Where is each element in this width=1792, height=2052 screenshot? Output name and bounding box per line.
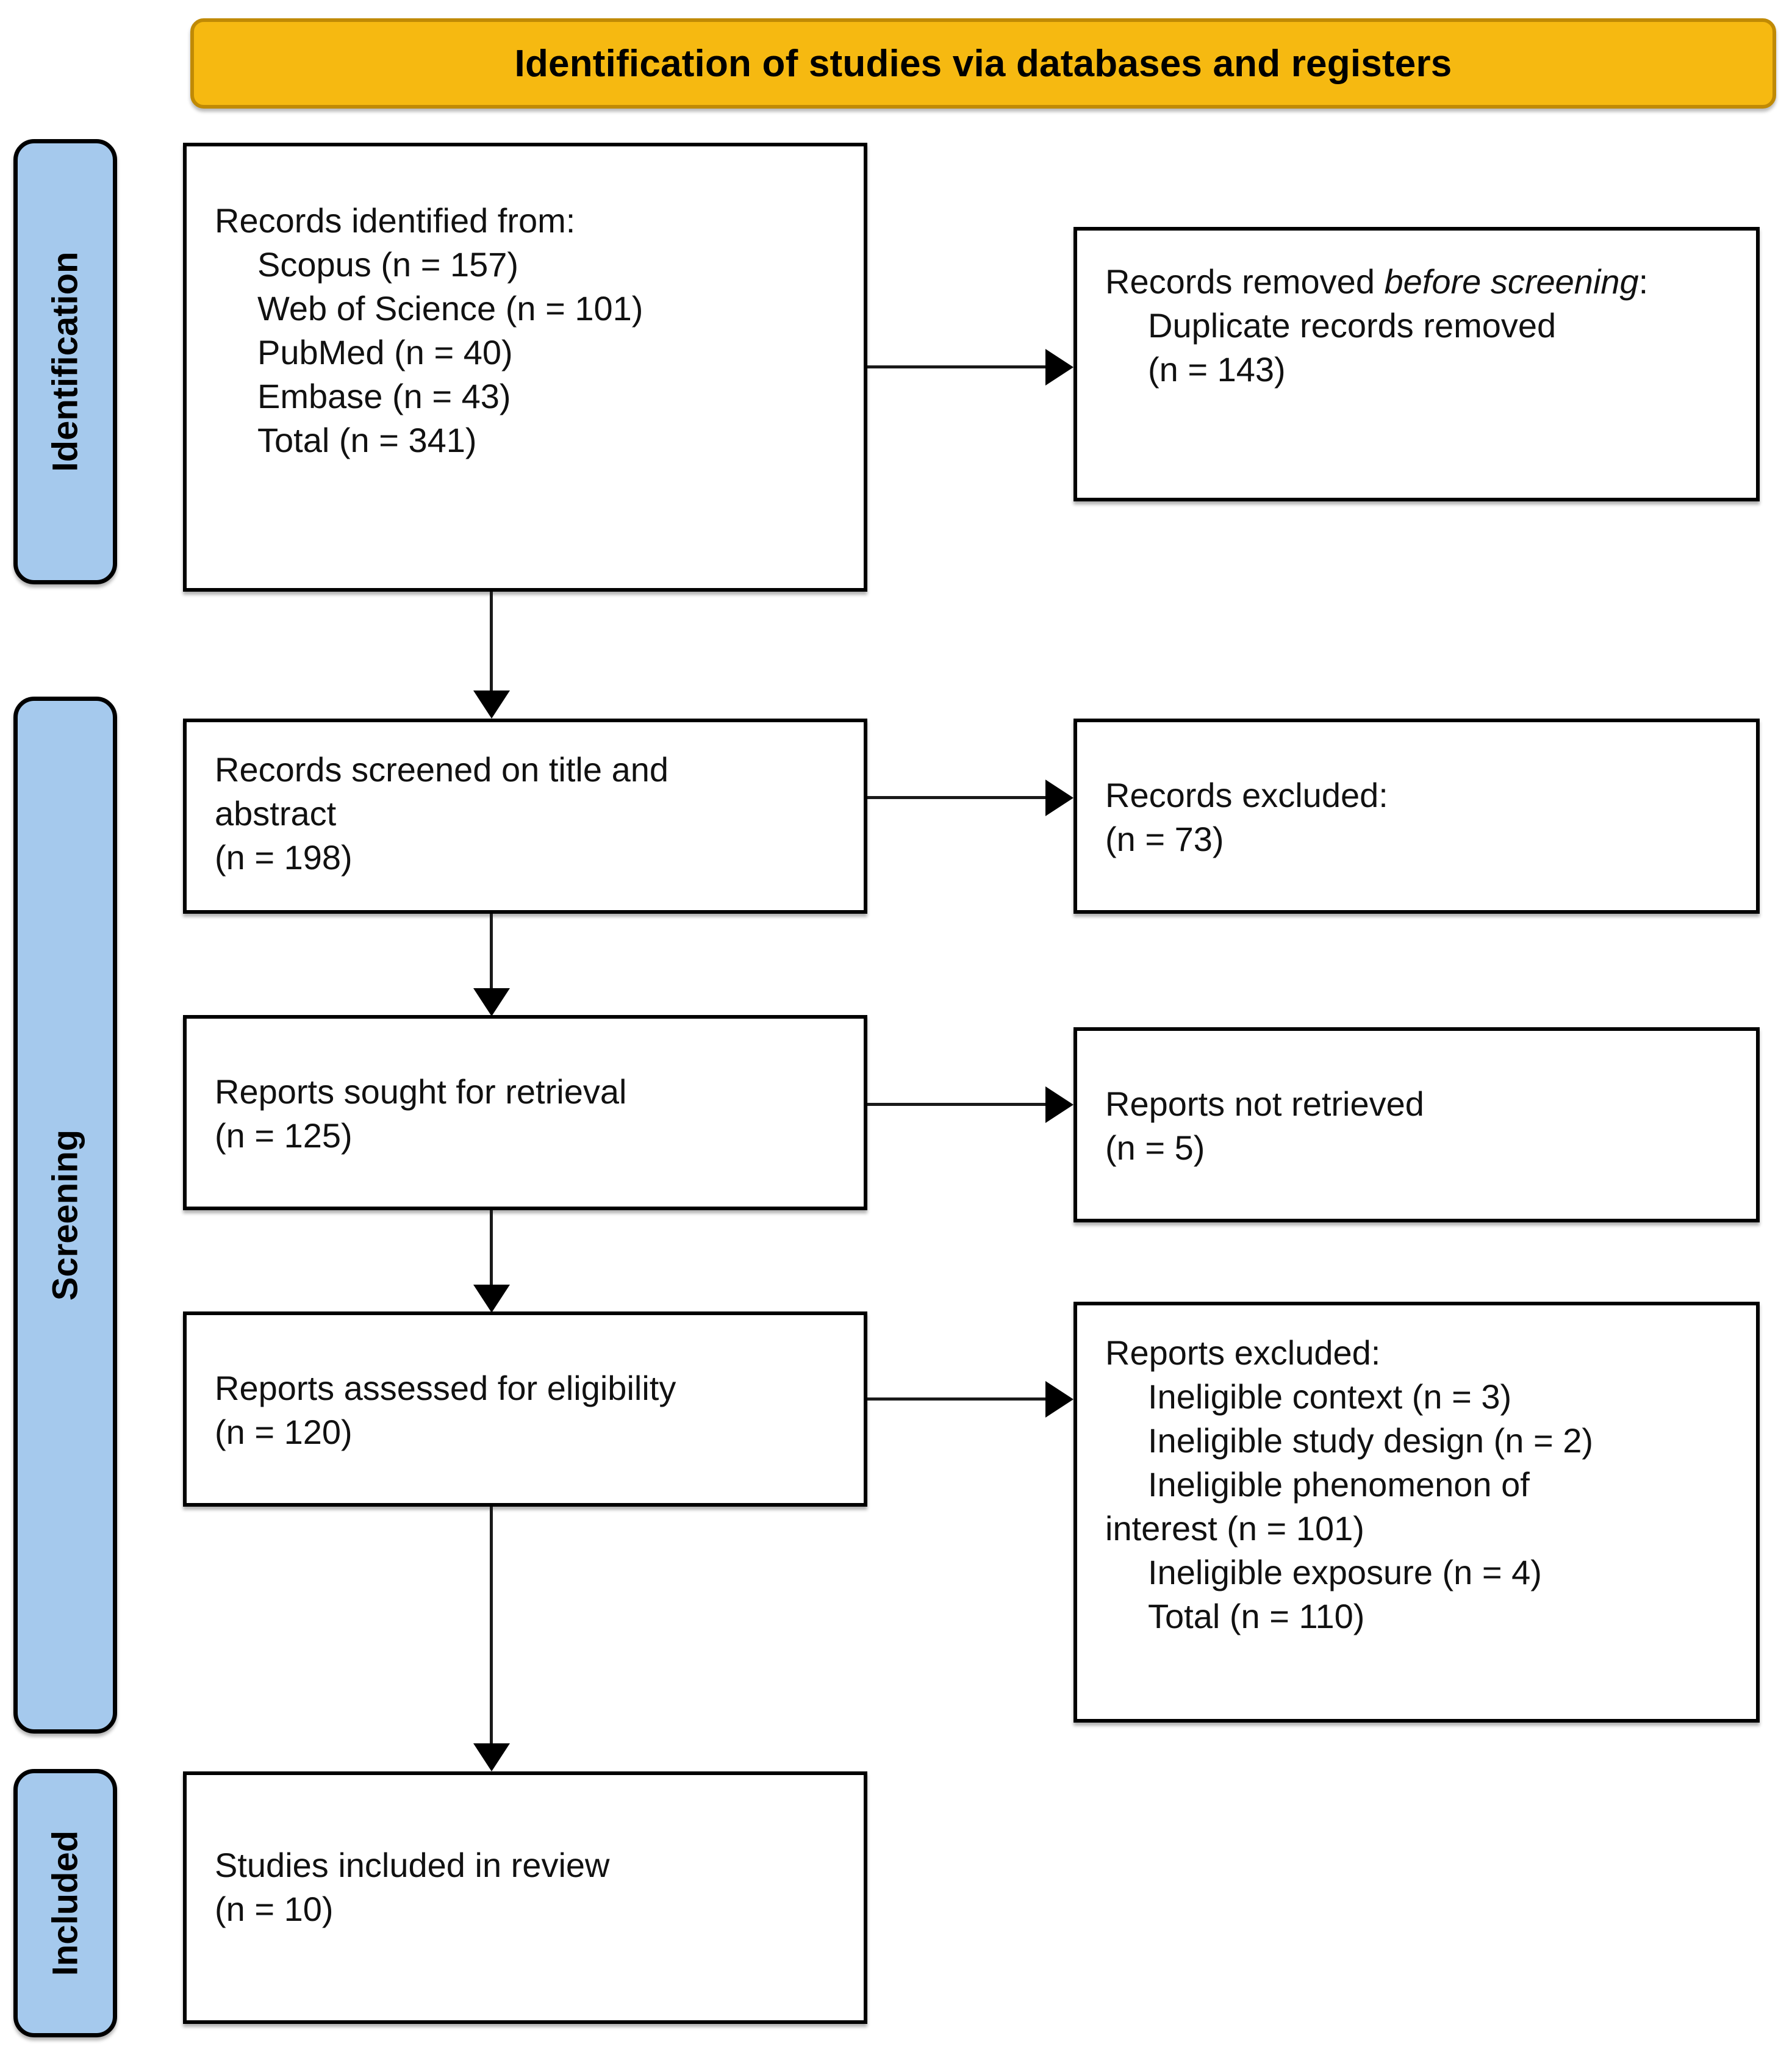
records-excluded-line2: (n = 73) xyxy=(1105,820,1224,858)
records-removed-item-count: (n = 143) xyxy=(1148,350,1286,389)
connector-sought-to-not-retrieved xyxy=(867,1103,1045,1106)
arrowhead-screened-to-excluded xyxy=(1045,780,1073,816)
reports-excluded-item-study-design: Ineligible study design (n = 2) xyxy=(1148,1421,1593,1460)
connector-assessed-to-included xyxy=(490,1507,493,1745)
reports-excluded-heading: Reports excluded: xyxy=(1105,1333,1381,1372)
connector-screened-to-sought xyxy=(490,914,493,989)
records-excluded-line1: Records excluded: xyxy=(1105,776,1388,814)
arrowhead-identified-to-removed xyxy=(1045,349,1073,386)
phase-bar-included: Included xyxy=(13,1769,117,2037)
box-records-removed: Records removed before screening: Duplic… xyxy=(1073,227,1760,501)
reports-excluded-item-phenomenon: Ineligible phenomenon of xyxy=(1148,1465,1530,1504)
reports-excluded-item-phenomenon-cont: interest (n = 101) xyxy=(1105,1509,1364,1548)
diagram-title-banner: Identification of studies via databases … xyxy=(190,18,1776,109)
records-removed-item-duplicate: Duplicate records removed xyxy=(1148,306,1557,345)
records-identified-item-wos: Web of Science (n = 101) xyxy=(257,289,643,328)
box-reports-sought: Reports sought for retrieval (n = 125) xyxy=(183,1015,867,1210)
box-reports-excluded: Reports excluded: Ineligible context (n … xyxy=(1073,1302,1760,1723)
phase-bar-screening: Screening xyxy=(13,697,117,1734)
connector-sought-to-assessed xyxy=(490,1210,493,1286)
arrowhead-identified-to-screened xyxy=(473,691,510,719)
box-records-screened: Records screened on title and abstract (… xyxy=(183,719,867,914)
reports-excluded-item-total: Total (n = 110) xyxy=(1148,1597,1365,1635)
reports-assessed-line1: Reports assessed for eligibility xyxy=(215,1369,676,1407)
reports-not-retrieved-line2: (n = 5) xyxy=(1105,1128,1205,1167)
connector-identified-to-screened xyxy=(490,592,493,692)
records-removed-heading-italic: before screening xyxy=(1384,262,1639,301)
studies-included-line2: (n = 10) xyxy=(215,1890,334,1928)
connector-identified-to-removed xyxy=(867,365,1045,368)
records-screened-line1: Records screened on title and xyxy=(215,750,668,789)
arrowhead-assessed-to-excluded xyxy=(1045,1381,1073,1418)
records-screened-line2: abstract xyxy=(215,794,337,833)
phase-label-included: Included xyxy=(45,1830,85,1976)
records-removed-heading-post: : xyxy=(1638,262,1649,301)
arrowhead-assessed-to-included xyxy=(473,1743,510,1771)
phase-bar-identification: Identification xyxy=(13,139,117,584)
box-studies-included: Studies included in review (n = 10) xyxy=(183,1771,867,2024)
box-reports-not-retrieved: Reports not retrieved (n = 5) xyxy=(1073,1027,1760,1222)
phase-label-identification: Identification xyxy=(45,251,85,472)
reports-sought-line2: (n = 125) xyxy=(215,1116,353,1155)
records-identified-heading: Records identified from: xyxy=(215,201,576,240)
studies-included-line1: Studies included in review xyxy=(215,1846,610,1884)
box-reports-assessed: Reports assessed for eligibility (n = 12… xyxy=(183,1311,867,1507)
reports-sought-line1: Reports sought for retrieval xyxy=(215,1072,627,1111)
connector-assessed-to-excluded xyxy=(867,1397,1045,1401)
diagram-title: Identification of studies via databases … xyxy=(514,42,1452,85)
records-identified-item-pubmed: PubMed (n = 40) xyxy=(257,333,513,371)
arrowhead-sought-to-assessed xyxy=(473,1285,510,1313)
box-records-identified: Records identified from: Scopus (n = 157… xyxy=(183,143,867,592)
records-identified-item-total: Total (n = 341) xyxy=(257,421,477,459)
reports-assessed-line2: (n = 120) xyxy=(215,1413,353,1451)
arrowhead-screened-to-sought xyxy=(473,988,510,1016)
records-removed-heading-pre: Records removed xyxy=(1105,262,1385,301)
reports-not-retrieved-line1: Reports not retrieved xyxy=(1105,1085,1424,1123)
reports-excluded-item-exposure: Ineligible exposure (n = 4) xyxy=(1148,1553,1542,1591)
records-identified-item-scopus: Scopus (n = 157) xyxy=(257,245,519,284)
records-identified-item-embase: Embase (n = 43) xyxy=(257,377,511,415)
box-records-excluded: Records excluded: (n = 73) xyxy=(1073,719,1760,914)
connector-screened-to-excluded xyxy=(867,796,1045,799)
reports-excluded-item-context: Ineligible context (n = 3) xyxy=(1148,1377,1512,1416)
records-screened-line3: (n = 198) xyxy=(215,838,353,877)
phase-label-screening: Screening xyxy=(45,1129,85,1301)
records-removed-heading: Records removed before screening: xyxy=(1105,260,1740,304)
arrowhead-sought-to-not-retrieved xyxy=(1045,1086,1073,1123)
